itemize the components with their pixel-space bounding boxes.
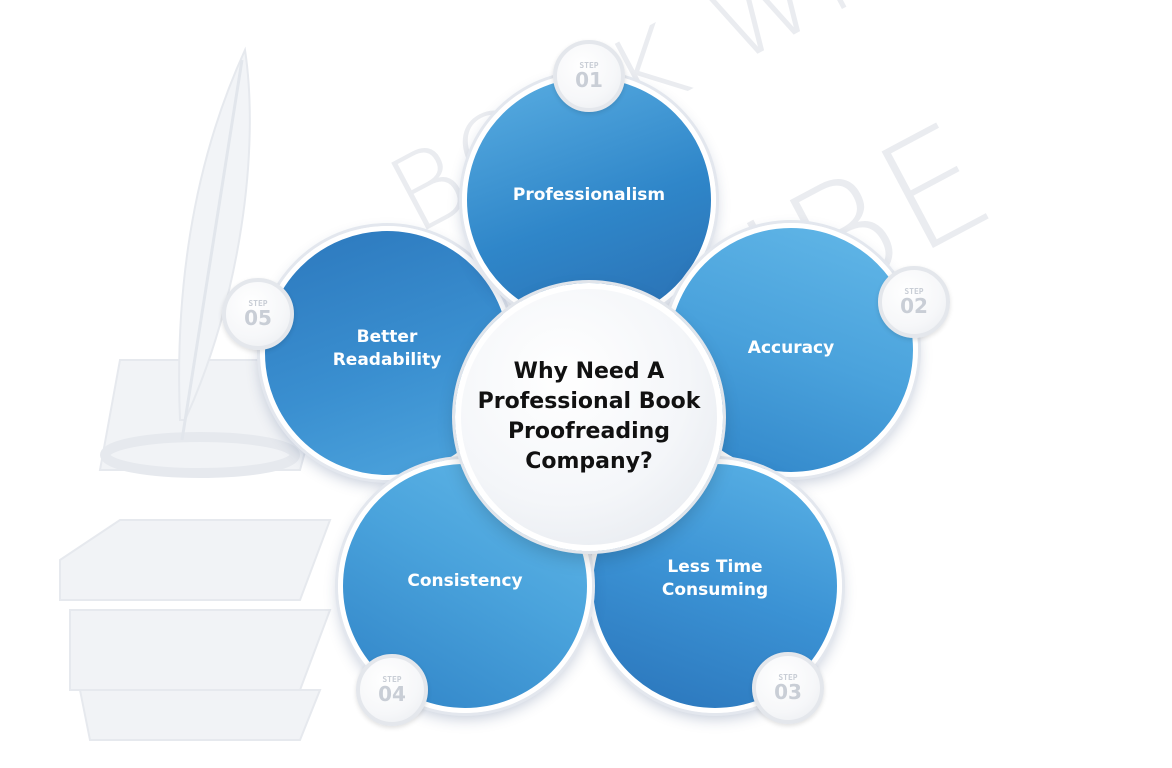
- petal-label: Accuracy: [747, 337, 835, 358]
- step-badge-05: STEP 05: [222, 278, 294, 350]
- step-badge-number: 04: [378, 682, 406, 706]
- center-circle: Why Need A Professional Book Proofreadin…: [455, 283, 723, 551]
- center-title: Why Need A Professional Book Proofreadin…: [477, 359, 701, 474]
- step-badge-number: 01: [575, 68, 603, 92]
- step-badge-word: STEP: [579, 61, 599, 70]
- step-badge-04: STEP 04: [356, 654, 428, 726]
- step-badge-01: STEP 01: [553, 40, 625, 112]
- step-badge-word: STEP: [778, 673, 798, 682]
- step-badge-word: STEP: [382, 675, 402, 684]
- petal-label: Consistency: [407, 570, 523, 591]
- step-badge-number: 02: [900, 294, 928, 318]
- petal-label: Better Readability: [332, 327, 442, 370]
- step-badge-02: STEP 02: [878, 266, 950, 338]
- petal-label: Less Time Consuming: [661, 557, 769, 600]
- step-badge-03: STEP 03: [752, 652, 824, 724]
- step-badge-number: 03: [774, 680, 802, 704]
- step-badge-word: STEP: [904, 287, 924, 296]
- step-badge-number: 05: [244, 306, 272, 330]
- petal-label: Professionalism: [512, 184, 666, 205]
- step-badge-word: STEP: [248, 299, 268, 308]
